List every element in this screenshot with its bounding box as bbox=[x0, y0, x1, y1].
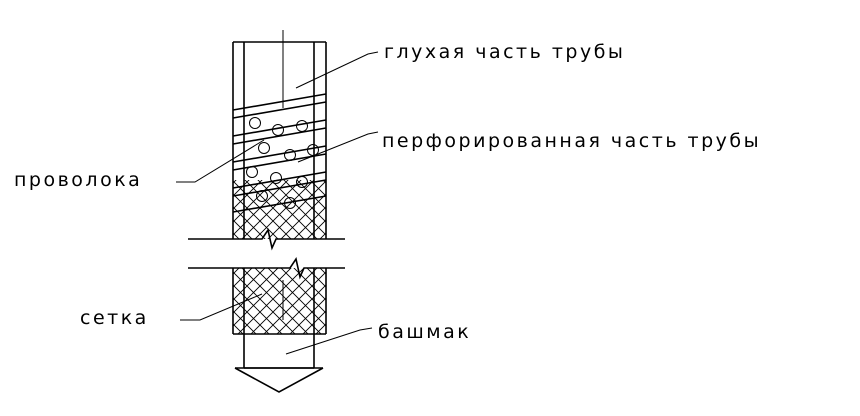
upper-break-line bbox=[188, 227, 345, 251]
label-mesh: сетка bbox=[80, 307, 149, 329]
leader-lines bbox=[176, 51, 379, 355]
label-shoe: башмак bbox=[378, 321, 471, 343]
lower-pipe-section bbox=[232, 268, 327, 335]
label-perforated-pipe: перфорированная часть трубы bbox=[382, 130, 761, 152]
label-wire: проволока bbox=[14, 169, 142, 191]
label-blind-pipe: глухая часть трубы bbox=[384, 41, 625, 63]
shoe bbox=[234, 334, 324, 393]
